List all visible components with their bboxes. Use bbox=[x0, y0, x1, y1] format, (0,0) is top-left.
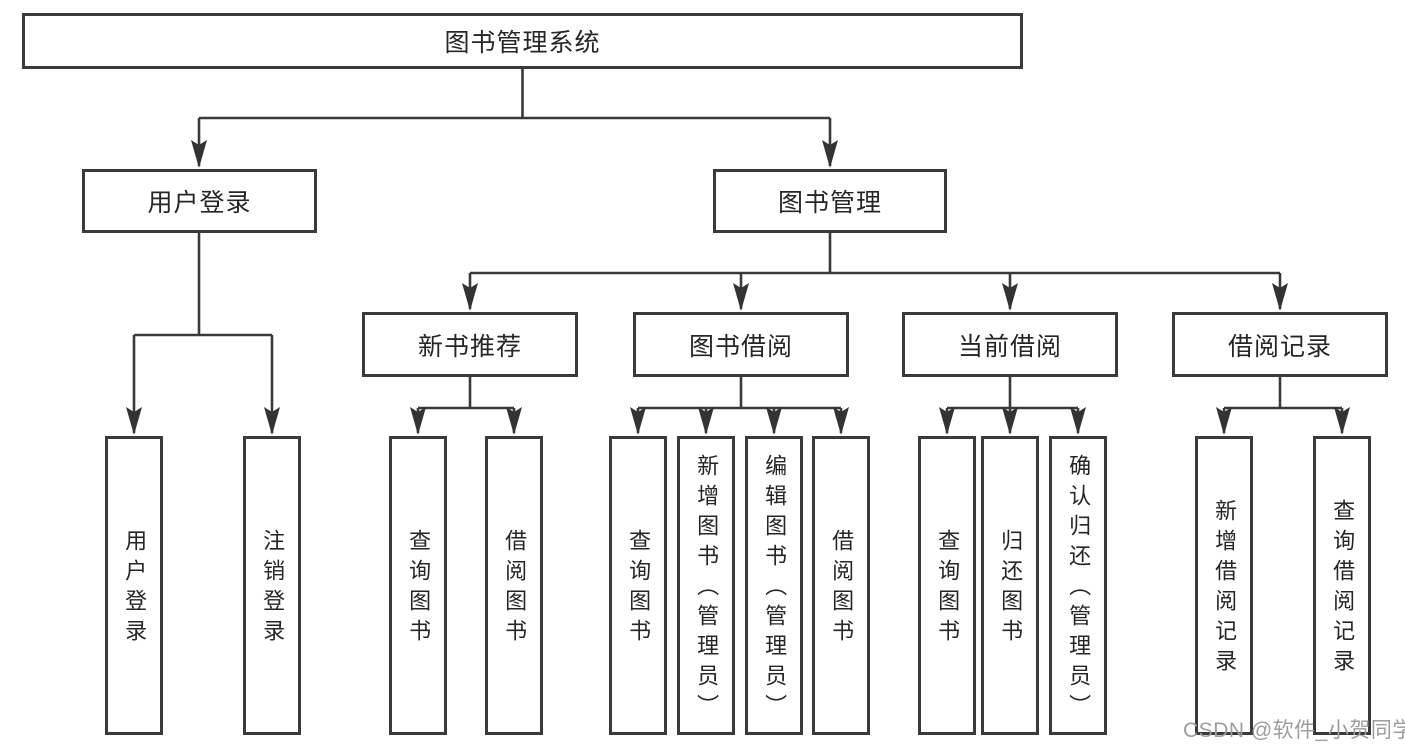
leaf-query-books-current: 查询图书 bbox=[918, 436, 976, 735]
leaf-query-books-borrowing: 查询图书 bbox=[609, 436, 667, 735]
leaf-confirm-return-admin: 确认归还（管理员） bbox=[1049, 436, 1107, 735]
leaf-borrow-books-borrowing: 借阅图书 bbox=[812, 436, 870, 735]
node-library-management-system: 图书管理系统 bbox=[22, 13, 1023, 69]
leaf-borrow-books-recommend: 借阅图书 bbox=[485, 436, 543, 735]
node-current-borrowing: 当前借阅 bbox=[902, 312, 1118, 377]
leaf-user-login: 用户登录 bbox=[105, 436, 163, 735]
leaf-logout: 注销登录 bbox=[243, 436, 301, 735]
leaf-add-book-admin: 新增图书（管理员） bbox=[677, 436, 735, 735]
leaf-edit-book-admin: 编辑图书（管理员） bbox=[745, 436, 803, 735]
leaf-add-borrow-record: 新增借阅记录 bbox=[1195, 436, 1253, 735]
node-book-borrowing: 图书借阅 bbox=[633, 312, 849, 377]
watermark: CSDN @软件_小贺同学 bbox=[1183, 719, 1405, 742]
leaf-query-books-recommend: 查询图书 bbox=[389, 436, 447, 735]
leaf-query-borrow-record: 查询借阅记录 bbox=[1313, 436, 1371, 735]
node-book-management: 图书管理 bbox=[713, 169, 947, 233]
node-borrow-records: 借阅记录 bbox=[1172, 312, 1388, 377]
leaf-return-books: 归还图书 bbox=[981, 436, 1039, 735]
node-user-login: 用户登录 bbox=[82, 169, 317, 233]
node-new-book-recommendation: 新书推荐 bbox=[362, 312, 578, 377]
